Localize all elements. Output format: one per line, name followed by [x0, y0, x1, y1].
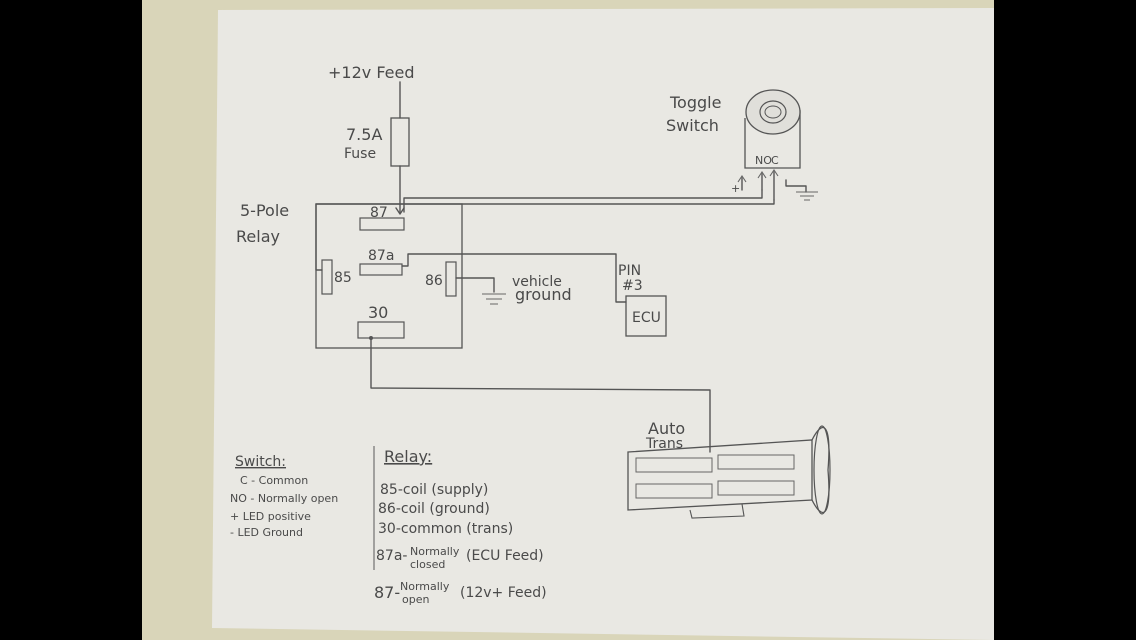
pin-30-terminal [357, 321, 405, 339]
switch-c-label: C [771, 154, 779, 167]
switch-ground-symbol [796, 191, 818, 201]
pin-30-label: 30 [368, 303, 388, 322]
relay-label-1: 5-Pole [240, 201, 289, 220]
auto-trans-label-1: Auto [648, 419, 685, 438]
fuse-word-label: Fuse [344, 146, 376, 162]
pin-87a-terminal [359, 263, 403, 276]
paper-sheet [212, 8, 994, 640]
no-terminal-arrow [757, 171, 767, 179]
30-to-trans-wire [370, 337, 711, 453]
legend-relay-87-extra: (12v+ Feed) [460, 585, 547, 601]
toggle-switch-top [745, 89, 801, 135]
relay-label-2: Relay [236, 227, 280, 246]
legend-switch-item: - LED Ground [230, 526, 303, 539]
toggle-label-1: Toggle [669, 93, 721, 112]
legend-relay-87a-extra: (ECU Feed) [466, 548, 544, 564]
auto-trans-label-2: Trans [645, 436, 683, 452]
pin-number-label: #3 [622, 278, 643, 294]
vehicle-ground-label-1: vehicle [512, 274, 562, 290]
legend-switch-item: + LED positive [230, 510, 311, 523]
legend-relay-87-desc-1: Normally [400, 580, 450, 593]
transmission-drawing [627, 425, 831, 519]
pin-86-label: 86 [425, 273, 443, 289]
toggle-switch-ring [759, 100, 787, 124]
toggle-label-2: Switch [666, 116, 719, 135]
pin-86-terminal [445, 261, 457, 297]
legend-relay-item: 85-coil (supply) [380, 482, 488, 498]
vehicle-ground-symbol [482, 293, 506, 305]
toggle-switch-lever [764, 105, 782, 119]
legend-relay-item: 86-coil (ground) [378, 501, 490, 517]
86-to-ground-wire [455, 277, 495, 293]
fuse-rating-label: 7.5A [346, 125, 382, 144]
legend-relay-87-code: 87- [374, 583, 400, 602]
vehicle-ground-label-2: ground [515, 285, 572, 304]
legend-relay-87a-desc-1: Normally [410, 545, 460, 558]
legend-relay: Relay: 85-coil (supply) 86-coil (ground)… [373, 446, 547, 606]
no-to-87-wire [403, 189, 763, 213]
legend-switch-item: C - Common [240, 474, 308, 487]
legend-relay-item: 30-common (trans) [378, 521, 513, 537]
pin-87a-label: 87a [368, 248, 394, 264]
legend-relay-87a-code: 87a- [376, 548, 407, 564]
relay-box [315, 203, 463, 349]
feed-label: +12v Feed [328, 63, 415, 82]
toggle-switch-body [744, 110, 801, 169]
legend-switch-item: NO - Normally open [230, 492, 338, 505]
led-plus-arrow [737, 175, 747, 183]
c-terminal-arrow [769, 169, 779, 177]
switch-ground-wire [785, 179, 807, 193]
pin-30-junction [369, 336, 373, 340]
legend-relay-87a-desc-2: closed [410, 558, 445, 571]
legend-relay-title: Relay: [384, 447, 432, 466]
switch-plus-label: + [731, 182, 740, 195]
ecu-label: ECU [632, 310, 661, 326]
legend-relay-87-desc-2: open [402, 593, 429, 606]
legend-switch-title: Switch: [235, 454, 286, 470]
legend-switch: Switch: C - Common NO - Normally open + … [230, 454, 338, 539]
pin-85-terminal [321, 259, 333, 295]
switch-no-label: NO [755, 154, 772, 167]
pin-87-terminal [359, 217, 405, 231]
87a-to-ecu-wire [401, 253, 627, 303]
arrow-87 [395, 207, 405, 215]
ecu-box [625, 295, 667, 337]
pin-87-label: 87 [370, 205, 388, 221]
pin-label: PIN [618, 263, 641, 279]
pin-85-label: 85 [334, 270, 352, 286]
